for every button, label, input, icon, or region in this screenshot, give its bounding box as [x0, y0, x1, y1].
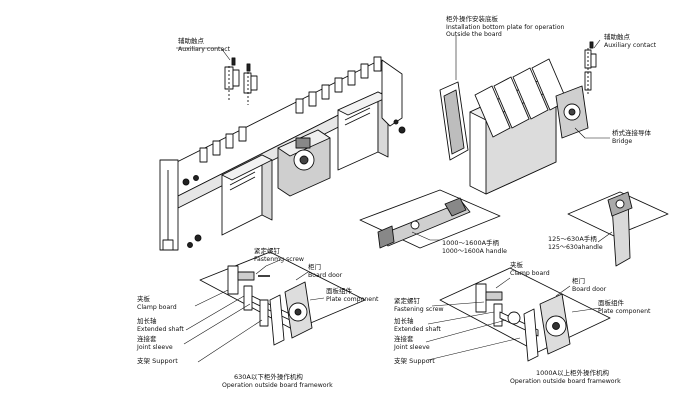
- label-en: Auxiliary contact: [178, 45, 231, 53]
- label-en: Support: [409, 357, 435, 365]
- label-framework-right: 1000A以上柜外操作机构 Operation outside board fr…: [510, 369, 621, 385]
- label-cn: 夹板: [137, 295, 150, 303]
- label-cn: 桥式连接导体: [612, 129, 651, 137]
- label-cn: 紧定螺钉: [394, 297, 420, 305]
- main-switch-right: [439, 41, 597, 195]
- label-en: Extended shaft: [394, 325, 441, 333]
- label-cn: 加长轴: [137, 317, 157, 325]
- label-auxiliary-contact-left: 辅助触点 Auxiliary contact: [178, 37, 231, 53]
- label-cn: 辅助触点: [604, 33, 630, 41]
- label-en: Plate component: [598, 307, 651, 315]
- label-cn: 1000～1600A手柄: [442, 239, 500, 247]
- main-switch-left: [159, 56, 406, 251]
- label-support-left: 支架 Support: [137, 357, 178, 366]
- label-cn: 柜外操作安装底板: [446, 15, 498, 23]
- label-en: Board door: [572, 285, 607, 293]
- label-clamp-board-left: 夹板 Clamp board: [137, 295, 177, 311]
- label-cn: 630A以下柜外操作机构: [234, 373, 303, 381]
- label-cn: 连接套: [394, 335, 414, 343]
- label-cn: 连接套: [137, 335, 157, 343]
- label-cn: 支架: [137, 357, 150, 365]
- label-cn: 加长轴: [394, 317, 414, 325]
- label-cn: 面板组件: [326, 287, 352, 295]
- label-support-right: 支架 Support: [394, 357, 435, 366]
- label-joint-sleeve-left: 连接套 Joint sleeve: [137, 335, 173, 351]
- label-plate-component-left: 面板组件 Plate component: [326, 287, 379, 303]
- label-fastening-screw-left: 紧定螺钉 Fastenmg screw: [254, 247, 304, 263]
- label-cn: 1000A以上柜外操作机构: [536, 369, 609, 377]
- label-handle-1000-1600a: 1000～1600A手柄 1000～1600A handle: [442, 239, 507, 255]
- label-extended-shaft-right: 加长轴 Extended shaft: [394, 317, 441, 333]
- label-cn: 支架: [394, 357, 407, 365]
- label-board-door-left: 柜门 Board door: [308, 263, 343, 279]
- label-plate-component-right: 面板组件 Plate component: [598, 299, 651, 315]
- label-en: Joint sleeve: [394, 343, 430, 351]
- label-en: Board door: [308, 271, 343, 279]
- label-cn: 125～630A手柄: [548, 235, 597, 243]
- label-en: Clamp board: [137, 303, 177, 311]
- label-cn: 柜门: [572, 277, 585, 285]
- label-installation-plate: 柜外操作安装底板 Installation bottom plate for o…: [446, 15, 565, 39]
- handle-125-630a: [567, 191, 669, 267]
- label-en: Installation bottom plate for operation: [446, 23, 565, 31]
- label-en: Operation outside board framework: [510, 377, 621, 385]
- framework-left: [199, 251, 366, 346]
- handle-1000-1600a: [359, 189, 501, 249]
- label-en: Plate component: [326, 295, 379, 303]
- label-en: Extended shaft: [137, 325, 184, 333]
- label-cn: 夹板: [510, 261, 523, 269]
- framework-right: [439, 267, 611, 362]
- label-en: Support: [152, 357, 178, 365]
- label-en: Clamp board: [510, 269, 550, 277]
- label-en: Bridge: [612, 137, 633, 145]
- label-framework-left: 630A以下柜外操作机构 Operation outside board fra…: [222, 373, 333, 389]
- label-en: Outside the board: [446, 31, 502, 38]
- label-en: 125～630ahandle: [548, 243, 603, 251]
- label-clamp-board-right: 夹板 Clamp board: [510, 261, 550, 277]
- label-cn: 紧定螺钉: [254, 247, 280, 255]
- label-fastening-screw-right: 紧定螺钉 Fastening screw: [394, 297, 444, 313]
- label-bridge: 桥式连接导体 Bridge: [612, 129, 651, 145]
- label-handle-125-630a: 125～630A手柄 125～630ahandle: [548, 235, 603, 251]
- label-board-door-right: 柜门 Board door: [572, 277, 607, 293]
- label-cn: 辅助触点: [178, 37, 204, 45]
- label-en: Auxiliary contact: [604, 41, 657, 49]
- label-en: Operation outside board framework: [222, 381, 333, 389]
- label-extended-shaft-left: 加长轴 Extended shaft: [137, 317, 184, 333]
- label-en: Fastenmg screw: [254, 255, 304, 263]
- label-en: Joint sleeve: [137, 343, 173, 351]
- label-en: 1000～1600A handle: [442, 247, 507, 255]
- label-auxiliary-contact-right: 辅助触点 Auxiliary contact: [604, 33, 657, 49]
- label-cn: 面板组件: [598, 299, 624, 307]
- label-cn: 柜门: [308, 263, 321, 271]
- label-en: Fastening screw: [394, 305, 444, 313]
- label-joint-sleeve-right: 连接套 Joint sleeve: [394, 335, 430, 351]
